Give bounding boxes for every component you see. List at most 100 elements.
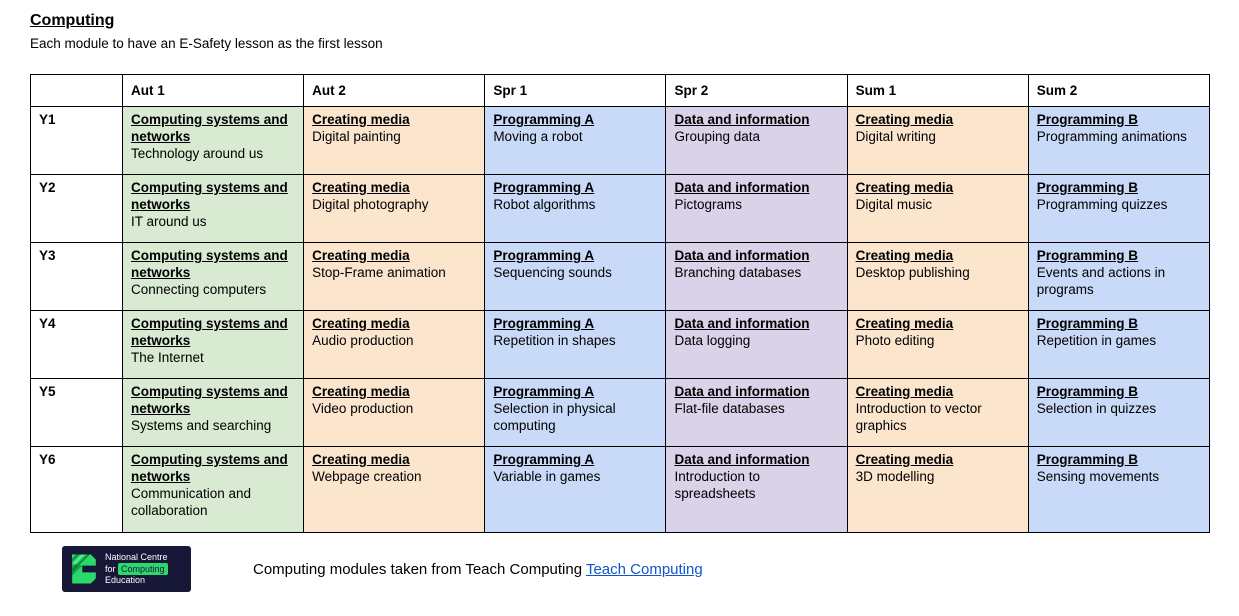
module-category: Computing systems and networks xyxy=(131,248,288,280)
module-topic: Systems and searching xyxy=(131,418,272,433)
module-cell: Programming B Programming quizzes xyxy=(1027,174,1211,243)
module-category: Programming A xyxy=(493,452,595,467)
module-category: Programming A xyxy=(493,112,595,127)
column-header-spr1: Spr 1 xyxy=(484,74,667,107)
module-category: Data and information xyxy=(674,180,810,195)
module-category: Computing systems and networks xyxy=(131,180,288,212)
module-category: Computing systems and networks xyxy=(131,452,288,484)
module-topic: Programming quizzes xyxy=(1036,197,1168,212)
module-category: Computing systems and networks xyxy=(131,384,288,416)
module-topic: IT around us xyxy=(131,214,207,229)
module-topic: Digital writing xyxy=(855,129,936,144)
module-topic: Introduction to vector graphics xyxy=(855,401,982,433)
column-header-aut1: Aut 1 xyxy=(121,74,305,107)
module-topic: Branching databases xyxy=(674,265,802,280)
module-topic: Photo editing xyxy=(855,333,935,348)
module-topic: Communication and collaboration xyxy=(131,486,252,518)
module-topic: Pictograms xyxy=(674,197,742,212)
module-category: Creating media xyxy=(855,112,954,127)
ncce-logo: National Centre for Computing Education xyxy=(62,546,191,592)
module-topic: Webpage creation xyxy=(312,469,422,484)
year-label: Y4 xyxy=(30,310,123,379)
module-topic: Technology around us xyxy=(131,146,264,161)
module-topic: Digital painting xyxy=(312,129,401,144)
module-topic: Events and actions in programs xyxy=(1036,265,1166,297)
module-category: Creating media xyxy=(312,180,410,195)
year-label: Y6 xyxy=(30,446,123,533)
module-category: Programming B xyxy=(1036,180,1139,195)
column-header-spr2: Spr 2 xyxy=(665,74,848,107)
year-label: Y2 xyxy=(30,174,123,243)
module-category: Creating media xyxy=(312,384,410,399)
module-topic: Data logging xyxy=(674,333,751,348)
module-topic: Robot algorithms xyxy=(493,197,596,212)
module-topic: Digital photography xyxy=(312,197,429,212)
module-category: Data and information xyxy=(674,112,810,127)
page-title: Computing xyxy=(30,12,115,29)
module-topic: Sensing movements xyxy=(1036,469,1160,484)
module-category: Programming B xyxy=(1036,384,1139,399)
header-row: Aut 1 Aut 2 Spr 1 Spr 2 Sum 1 Sum 2 xyxy=(30,74,1211,107)
module-cell: Programming A Moving a robot xyxy=(484,106,667,175)
curriculum-table: Aut 1 Aut 2 Spr 1 Spr 2 Sum 1 Sum 2 Y1 C… xyxy=(30,74,1211,533)
module-category: Programming B xyxy=(1036,316,1139,331)
module-topic: Programming animations xyxy=(1036,129,1187,144)
module-topic: Moving a robot xyxy=(493,129,583,144)
module-category: Programming A xyxy=(493,180,595,195)
teach-computing-link[interactable]: Teach Computing xyxy=(585,560,703,578)
module-cell: Computing systems and networks IT around … xyxy=(121,174,305,243)
module-cell: Programming B Repetition in games xyxy=(1027,310,1211,379)
footer: National Centre for Computing Education … xyxy=(62,546,1210,592)
module-category: Creating media xyxy=(312,248,410,263)
module-topic: 3D modelling xyxy=(855,469,935,484)
module-category: Creating media xyxy=(855,316,954,331)
module-category: Creating media xyxy=(855,180,954,195)
module-category: Programming B xyxy=(1036,248,1139,263)
module-topic: Repetition in shapes xyxy=(493,333,616,348)
year-label: Y3 xyxy=(30,242,123,311)
module-topic: Stop-Frame animation xyxy=(312,265,446,280)
module-topic: Sequencing sounds xyxy=(493,265,612,280)
module-category: Data and information xyxy=(674,248,810,263)
module-topic: Introduction to spreadsheets xyxy=(674,469,761,501)
module-category: Creating media xyxy=(855,384,954,399)
module-topic: Audio production xyxy=(312,333,414,348)
year-label: Y5 xyxy=(30,378,123,447)
module-category: Programming B xyxy=(1036,112,1139,127)
module-category: Computing systems and networks xyxy=(131,112,288,144)
ncce-logo-computing-highlight: Computing xyxy=(118,562,168,576)
module-cell: Programming B Programming animations xyxy=(1027,106,1211,175)
column-header-sum2: Sum 2 xyxy=(1027,74,1211,107)
table-row-y2: Y2 Computing systems and networks IT arou… xyxy=(30,174,1211,243)
module-category: Programming A xyxy=(493,384,595,399)
module-topic: Connecting computers xyxy=(131,282,267,297)
module-topic: Repetition in games xyxy=(1036,333,1157,348)
module-topic: Digital music xyxy=(855,197,933,212)
